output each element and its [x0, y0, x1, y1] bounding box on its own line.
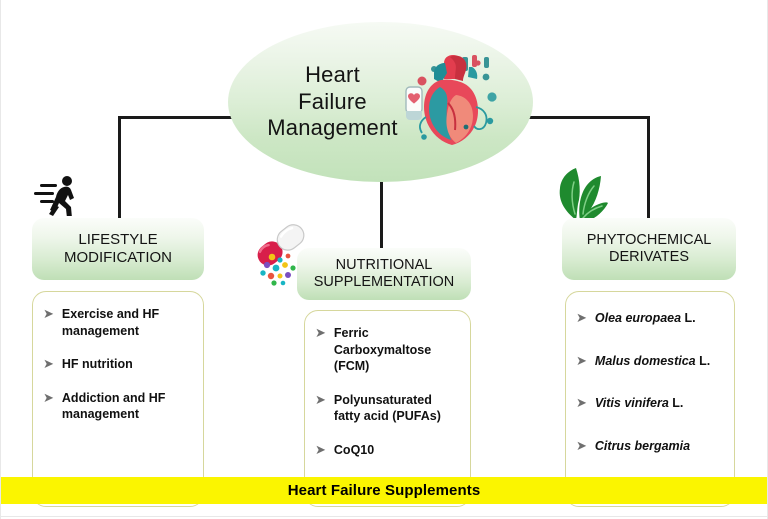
- branch-header-nutritional[interactable]: NUTRITIONAL SUPPLEMENTATION: [297, 248, 471, 300]
- list-item-label: Vitis vinifera L.: [594, 396, 684, 410]
- frame-line-bottom: [0, 516, 768, 517]
- running-man-icon: [34, 176, 74, 216]
- branch-body-lifestyle: ➤ Exercise and HF management ➤ HF nutrit…: [32, 291, 204, 507]
- branch-header-label: LIFESTYLE MODIFICATION: [63, 231, 173, 266]
- page-title: Heart Failure Management: [267, 61, 398, 141]
- connector-left-vertical: [118, 116, 121, 220]
- connector-right-vertical: [647, 116, 650, 220]
- footer-banner-label: Heart Failure Supplements: [287, 482, 481, 499]
- list-item: ➤ Exercise and HF management: [43, 306, 193, 339]
- connector-right-horizontal: [490, 116, 650, 119]
- list-item-label: HF nutrition: [61, 357, 133, 371]
- leaf-icon: [559, 168, 608, 222]
- list-item: ➤ Ferric Carboxymaltose (FCM): [315, 325, 460, 375]
- list-item-label: Ferric Carboxymaltose (FCM): [333, 326, 432, 373]
- list-item: ➤ Olea europaea L.: [576, 310, 724, 327]
- list-item-label: Citrus bergamia: [594, 438, 691, 453]
- branch-header-label: PHYTOCHEMICAL DERIVATES: [586, 231, 712, 265]
- arrow-bullet-icon: ➤: [576, 395, 587, 410]
- list-item: ➤ CoQ10: [315, 442, 460, 459]
- list-item: ➤ Polyunsaturated fatty acid (PUFAs): [315, 392, 460, 425]
- arrow-bullet-icon: ➤: [43, 389, 54, 405]
- connector-left-horizontal: [118, 116, 284, 119]
- branch-body-nutritional: ➤ Ferric Carboxymaltose (FCM) ➤ Polyunsa…: [304, 310, 471, 507]
- branch-body-phytochemical: ➤ Olea europaea L. ➤ Malus domestica L. …: [565, 291, 735, 507]
- arrow-bullet-icon: ➤: [43, 306, 54, 321]
- list-item-label: Addiction and HF management: [61, 390, 166, 422]
- arrow-bullet-icon: ➤: [576, 310, 587, 325]
- arrow-bullet-icon: ➤: [315, 441, 326, 457]
- arrow-bullet-icon: ➤: [43, 356, 54, 371]
- arrow-bullet-icon: ➤: [576, 352, 587, 368]
- list-item-label: Malus domestica L.: [594, 353, 711, 368]
- frame-line-left: [0, 0, 1, 519]
- arrow-bullet-icon: ➤: [315, 391, 326, 407]
- list-item: ➤ Citrus bergamia: [576, 438, 724, 455]
- branch-header-label: NUTRITIONAL SUPPLEMENTATION: [313, 256, 455, 290]
- list-item: ➤ Vitis vinifera L.: [576, 395, 724, 412]
- list-item: ➤ Addiction and HF management: [43, 390, 193, 423]
- arrow-bullet-icon: ➤: [576, 437, 587, 453]
- list-item: ➤ Malus domestica L.: [576, 353, 724, 370]
- central-node: Heart Failure Management: [228, 22, 533, 182]
- footer-banner: Heart Failure Supplements: [0, 477, 768, 504]
- capsule-pill-icon: [257, 224, 305, 286]
- anatomical-heart-illustration: [405, 55, 497, 145]
- list-item-label: Polyunsaturated fatty acid (PUFAs): [333, 392, 441, 424]
- arrow-bullet-icon: ➤: [315, 325, 326, 340]
- branch-header-lifestyle[interactable]: LIFESTYLE MODIFICATION: [32, 218, 204, 280]
- list-item-label: Exercise and HF management: [61, 307, 160, 338]
- branch-header-phytochemical[interactable]: PHYTOCHEMICAL DERIVATES: [562, 218, 736, 280]
- list-item-label: CoQ10: [333, 442, 375, 457]
- list-item: ➤ HF nutrition: [43, 356, 193, 373]
- list-item-label: Olea europaea L.: [594, 311, 696, 325]
- connector-center-vertical: [380, 182, 383, 250]
